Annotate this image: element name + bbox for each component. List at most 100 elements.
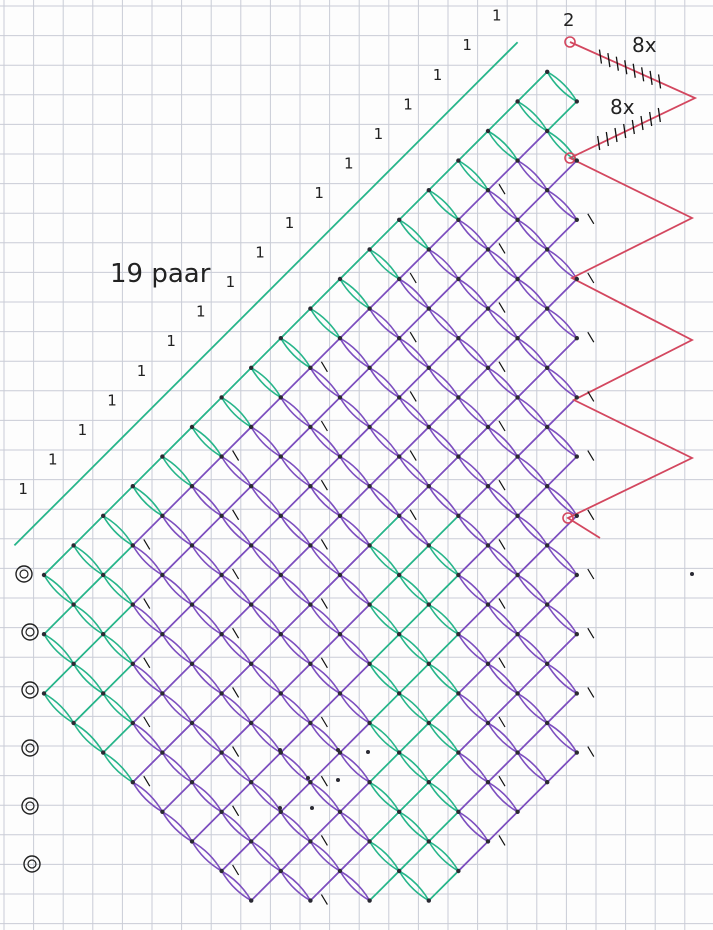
thread-segment xyxy=(102,544,134,576)
thread-segment xyxy=(310,426,341,457)
thread-segment xyxy=(310,485,341,517)
twist-tick xyxy=(409,391,417,402)
thread-segment xyxy=(73,544,104,576)
twist-tick xyxy=(409,450,417,461)
pin-dot xyxy=(574,99,579,104)
thread-segment xyxy=(487,722,518,754)
thread-segment xyxy=(132,663,163,695)
thread-segment xyxy=(220,456,252,487)
thread-segment xyxy=(457,219,489,251)
pair-mark: 1 xyxy=(196,303,206,321)
thread-segment xyxy=(546,633,578,665)
thread-segment xyxy=(220,633,252,665)
pin-dot xyxy=(160,454,165,459)
pin-dot xyxy=(337,868,343,874)
twist-hatch xyxy=(649,111,653,127)
pin-dot xyxy=(456,868,461,874)
twist-tick xyxy=(320,775,328,787)
twist-hatch xyxy=(632,63,636,78)
thread-segment xyxy=(132,456,163,487)
pin-dot xyxy=(130,602,135,607)
pin-dot xyxy=(397,868,402,874)
thread-segment xyxy=(368,485,400,517)
pin-dot xyxy=(160,750,165,755)
pin-dot xyxy=(249,424,254,430)
thread-segment xyxy=(428,278,459,310)
thread-segment xyxy=(546,160,578,191)
thread-segment xyxy=(132,604,163,635)
thread-segment xyxy=(457,515,489,547)
pin-dot xyxy=(397,513,402,518)
pin-dot xyxy=(308,602,313,607)
thread-segment xyxy=(310,840,341,872)
thread-segment xyxy=(132,485,164,517)
twist-hatch xyxy=(641,67,645,82)
thread-segment xyxy=(43,693,74,724)
pin-dot xyxy=(249,898,254,903)
thread-segment xyxy=(102,574,134,606)
twist-tick xyxy=(320,835,328,846)
thread-segment xyxy=(398,219,430,251)
thread-segment xyxy=(428,160,459,191)
thread-segment xyxy=(546,307,578,339)
pin-dot xyxy=(456,217,461,222)
twist-hatch xyxy=(614,127,618,143)
pin-dot xyxy=(515,809,520,814)
pin-dot xyxy=(456,572,461,578)
thread-segment xyxy=(487,249,518,280)
thread-segment xyxy=(73,574,104,606)
pin-dot xyxy=(456,750,461,755)
thread-segment xyxy=(73,633,104,665)
pin-dot xyxy=(574,691,579,696)
twist-tick xyxy=(232,568,240,580)
thread-segment xyxy=(191,603,223,635)
pin-dot xyxy=(574,276,579,282)
thread-segment xyxy=(132,633,163,665)
thread-segment xyxy=(309,604,341,635)
thread-segment xyxy=(250,663,282,694)
pin-dot xyxy=(574,513,579,518)
twist-tick xyxy=(587,272,595,284)
pin-dot xyxy=(545,306,550,311)
thread-segment xyxy=(220,870,252,902)
thread-segment xyxy=(398,278,430,310)
thread-segment xyxy=(132,603,164,635)
pin-dot xyxy=(101,513,106,518)
thread-segment xyxy=(191,515,223,546)
thread-segment xyxy=(487,367,518,399)
thread-segment xyxy=(339,485,371,517)
thread-segment xyxy=(191,456,223,487)
thread-segment xyxy=(546,337,578,369)
pin-dot xyxy=(485,661,491,666)
thread-segment xyxy=(161,544,193,576)
thread-segment xyxy=(280,604,311,635)
circled-pin-inner xyxy=(25,685,35,695)
thread-segment xyxy=(191,722,223,753)
thread-segment xyxy=(102,515,134,546)
thread-segment xyxy=(309,396,341,428)
thread-segment xyxy=(250,722,282,754)
thread-segment xyxy=(428,722,460,753)
pair-mark: 1 xyxy=(255,243,265,261)
twist-tick xyxy=(498,598,506,609)
thread-segment xyxy=(487,219,519,250)
thread-segment xyxy=(191,485,222,517)
thread-segment xyxy=(369,219,400,250)
twist-tick xyxy=(232,746,240,757)
thread-segment xyxy=(191,663,223,694)
footside-pin-ring xyxy=(564,36,576,48)
thread-segment xyxy=(191,781,223,813)
thread-segment xyxy=(369,278,400,310)
thread-segment xyxy=(132,722,164,753)
thread-segment xyxy=(309,337,341,369)
pin-dot xyxy=(574,632,579,637)
pin-dot xyxy=(278,336,283,341)
thread-segment xyxy=(517,278,548,309)
pin-dot xyxy=(278,454,283,459)
thread-segment xyxy=(487,663,519,694)
thread-segment xyxy=(191,574,223,606)
thread-segment xyxy=(161,604,193,635)
thread-segment xyxy=(191,604,222,635)
pin-dot xyxy=(485,128,491,134)
